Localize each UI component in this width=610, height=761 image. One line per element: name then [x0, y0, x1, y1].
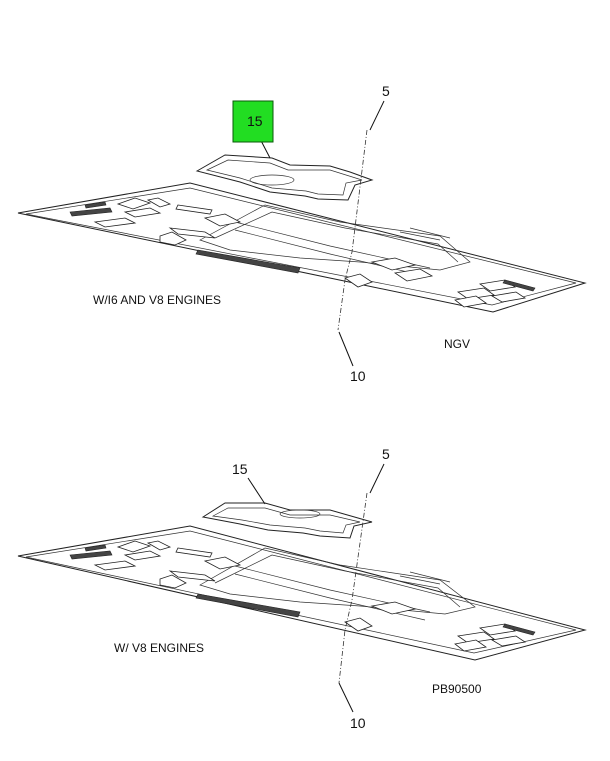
upper-axis-line — [337, 129, 368, 331]
lower-leader-5 — [369, 463, 385, 494]
upper-floor-panel — [17, 182, 587, 313]
lower-leader-10 — [338, 682, 354, 713]
lower-caption-engines: W/ V8 ENGINES — [114, 641, 204, 655]
lower-gasket-plate — [201, 502, 373, 539]
lower-callout-10: 10 — [350, 715, 366, 731]
upper-leader-10 — [338, 331, 354, 367]
lower-callout-15: 15 — [232, 461, 248, 477]
lower-callout-5: 5 — [382, 446, 390, 462]
lower-view: 15 5 10 W/ V8 ENGINES PB90500 — [17, 446, 587, 731]
upper-leader-5 — [369, 100, 385, 131]
lower-axis-line — [338, 492, 368, 684]
upper-callout-15: 15 — [247, 113, 263, 129]
upper-callout-10: 10 — [350, 368, 366, 384]
lower-leader-15 — [247, 477, 266, 505]
upper-callout-5: 5 — [382, 83, 390, 99]
upper-caption-variant: NGV — [444, 337, 470, 351]
upper-view: 15 5 10 W/I6 AND V8 ENGINES NGV — [17, 83, 587, 384]
upper-gasket-plate — [195, 154, 374, 201]
highlight-box — [232, 100, 274, 143]
lower-floor-panel — [17, 525, 587, 661]
upper-caption-engines: W/I6 AND V8 ENGINES — [93, 293, 221, 307]
lower-caption-drawing-number: PB90500 — [432, 682, 482, 696]
